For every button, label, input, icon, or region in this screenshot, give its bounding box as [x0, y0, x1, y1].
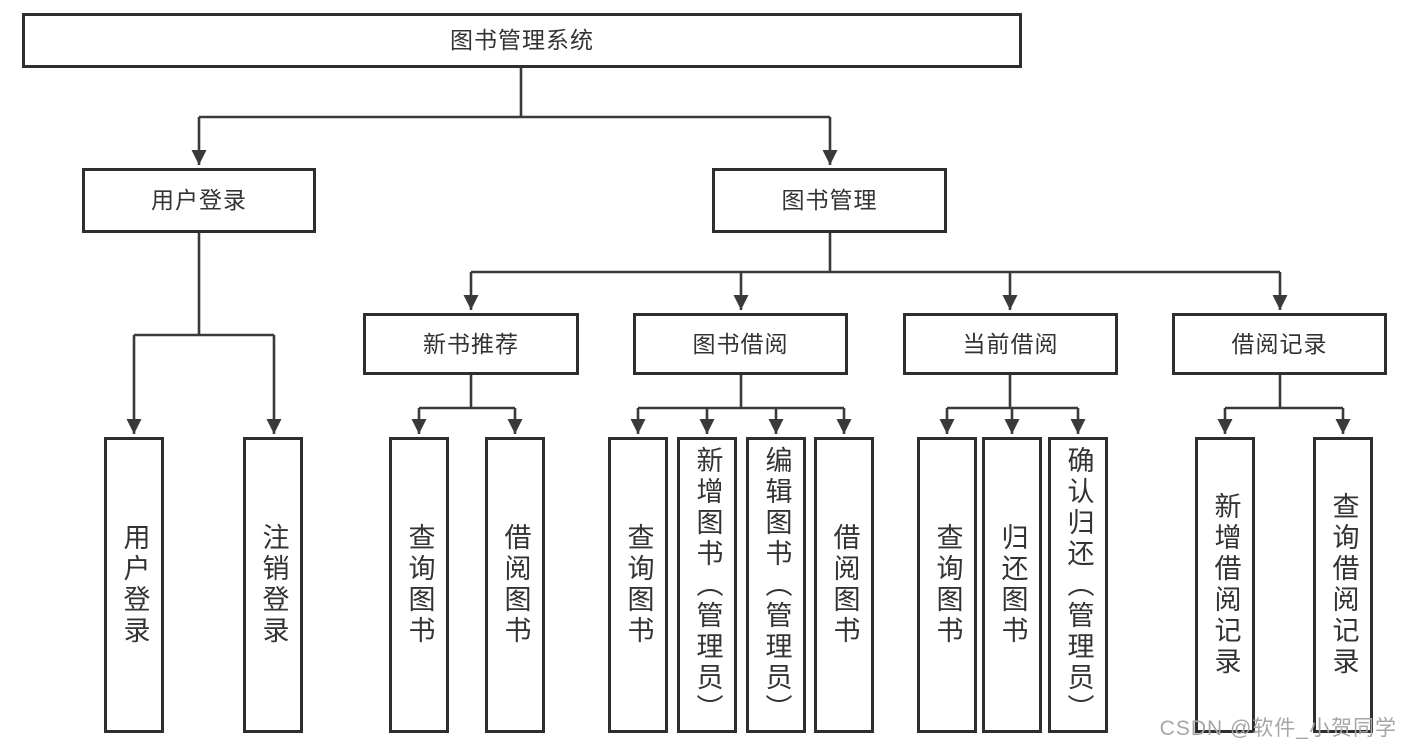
leaf-add-borrow-record: 新增借阅记录 [1195, 437, 1255, 733]
leaf-logout: 注销登录 [243, 437, 303, 733]
leaf-borrow-books-recommend: 借阅图书 [485, 437, 545, 733]
leaf-query-books-current: 查询图书 [917, 437, 977, 733]
leaf-query-borrow-record: 查询借阅记录 [1313, 437, 1373, 733]
leaf-edit-books-admin: 编辑图书（管理员） [746, 437, 806, 733]
node-borrowing-records: 借阅记录 [1172, 313, 1387, 375]
node-book-borrowing: 图书借阅 [633, 313, 848, 375]
node-new-book-recommendation: 新书推荐 [363, 313, 579, 375]
leaf-query-books-recommend: 查询图书 [389, 437, 449, 733]
leaf-return-books: 归还图书 [982, 437, 1042, 733]
csdn-watermark: CSDN @软件_小贺同学 [1159, 717, 1397, 740]
node-current-borrowing: 当前借阅 [903, 313, 1118, 375]
leaf-query-books-borrow: 查询图书 [608, 437, 668, 733]
node-book-management: 图书管理 [712, 168, 947, 233]
node-library-management-system: 图书管理系统 [22, 13, 1022, 68]
leaf-add-books-admin: 新增图书（管理员） [677, 437, 737, 733]
leaf-borrow-books: 借阅图书 [814, 437, 874, 733]
leaf-confirm-return-admin: 确认归还（管理员） [1048, 437, 1108, 733]
node-user-login: 用户登录 [82, 168, 316, 233]
leaf-user-login: 用户登录 [104, 437, 164, 733]
